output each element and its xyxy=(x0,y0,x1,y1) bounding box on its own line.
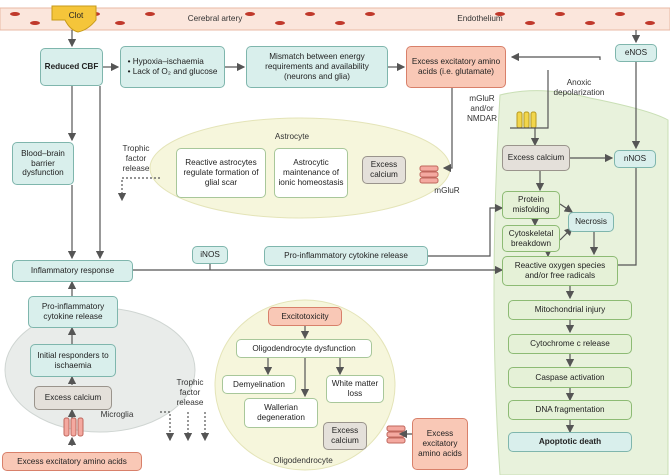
inos-box: iNOS xyxy=(192,246,228,264)
inflammatory-response-box: Inflammatory response xyxy=(12,260,133,282)
pro-inflammatory-release-box: Pro-inflammatory cytokine release xyxy=(264,246,428,266)
apoptotic-death-box: Apoptotic death xyxy=(508,432,632,452)
astrocyte-label: Astrocyte xyxy=(274,132,310,141)
lack-o2-item: Lack of O₂ and glucose xyxy=(128,67,218,77)
initial-responders-box: Initial responders to ischaemia xyxy=(30,344,116,377)
bbb-dysfunction-box: Blood–brain barrier dysfunction xyxy=(12,142,74,185)
reduced-cbf-box: Reduced CBF xyxy=(40,48,103,86)
pro-inflammatory-cytokine-box: Pro-inflammatory cytokine release xyxy=(28,296,118,328)
anoxic-label: Anoxic depolarization xyxy=(553,78,605,97)
cerebral-artery xyxy=(0,7,670,31)
clot-label: Clot xyxy=(68,11,84,20)
receptor-astro-icon xyxy=(419,165,439,184)
necrosis-box: Necrosis xyxy=(568,212,614,232)
white-matter-loss-box: White matter loss xyxy=(326,375,384,403)
mglur-nmdar-label: mGluR and/or NMDAR xyxy=(466,94,498,123)
excess-calcium-oligo-box: Excess calcium xyxy=(323,422,367,450)
microglia-label: Microglia xyxy=(100,410,134,419)
oligodendrocyte-label: Oligodendrocyte xyxy=(273,456,333,465)
excess-calcium-neuron-box: Excess calcium xyxy=(502,145,570,171)
trophic-top-label: Trophic factor release xyxy=(122,144,150,173)
ros-box: Reactive oxygen species and/or free radi… xyxy=(502,256,618,286)
nnos-box: nNOS xyxy=(614,150,656,168)
clot-shape xyxy=(51,5,97,33)
dna-fragmentation-box: DNA fragmentation xyxy=(508,400,632,420)
cytochrome-c-box: Cytochrome c release xyxy=(508,334,632,354)
cytoskeletal-breakdown-box: Cytoskeletal breakdown xyxy=(502,225,560,252)
excitotoxicity-box: Excitotoxicity xyxy=(268,307,342,326)
cerebral-artery-label: Cerebral artery xyxy=(187,14,243,23)
excess-calcium-astro-box: Excess calcium xyxy=(362,156,406,184)
wallerian-degeneration-box: Wallerian degeneration xyxy=(244,398,318,428)
reactive-astrocytes-box: Reactive astrocytes regulate formation o… xyxy=(176,148,266,198)
demyelination-box: Demyelination xyxy=(222,375,296,394)
mglur-label: mGluR xyxy=(434,186,460,195)
caspase-activation-box: Caspase activation xyxy=(508,367,632,388)
excess-eaa-oligo-box: Excess excitatory amino acids xyxy=(412,418,468,470)
hypoxia-list: Hypoxia–ischaemia Lack of O₂ and glucose xyxy=(128,57,218,77)
receptor-micro-icon xyxy=(63,417,84,437)
trophic-bottom-label: Trophic factor release xyxy=(176,378,204,407)
receptor-top-icon xyxy=(516,111,537,129)
excess-eaa-top-box: Excess excitatory amino acids (i.e. glut… xyxy=(406,46,506,88)
excess-eaa-bottom-box: Excess excitatory amino acids xyxy=(2,452,142,471)
excess-calcium-micro-box: Excess calcium xyxy=(34,386,112,410)
protein-misfolding-box: Protein misfolding xyxy=(502,191,560,219)
dashed-arrows xyxy=(117,177,210,442)
hypoxia-box: Hypoxia–ischaemia Lack of O₂ and glucose xyxy=(120,46,225,88)
endothelium-label: Endothelium xyxy=(457,14,503,23)
enos-box: eNOS xyxy=(615,44,657,62)
mismatch-box: Mismatch between energy requirements and… xyxy=(246,46,388,88)
hypoxia-item: Hypoxia–ischaemia xyxy=(128,57,218,67)
astrocytic-maintenance-box: Astrocytic maintenance of ionic homeosta… xyxy=(274,148,348,198)
mitochondrial-injury-box: Mitochondrial injury xyxy=(508,300,632,320)
oligodendrocyte-dysfunction-box: Oligodendrocyte dysfunction xyxy=(236,339,372,358)
